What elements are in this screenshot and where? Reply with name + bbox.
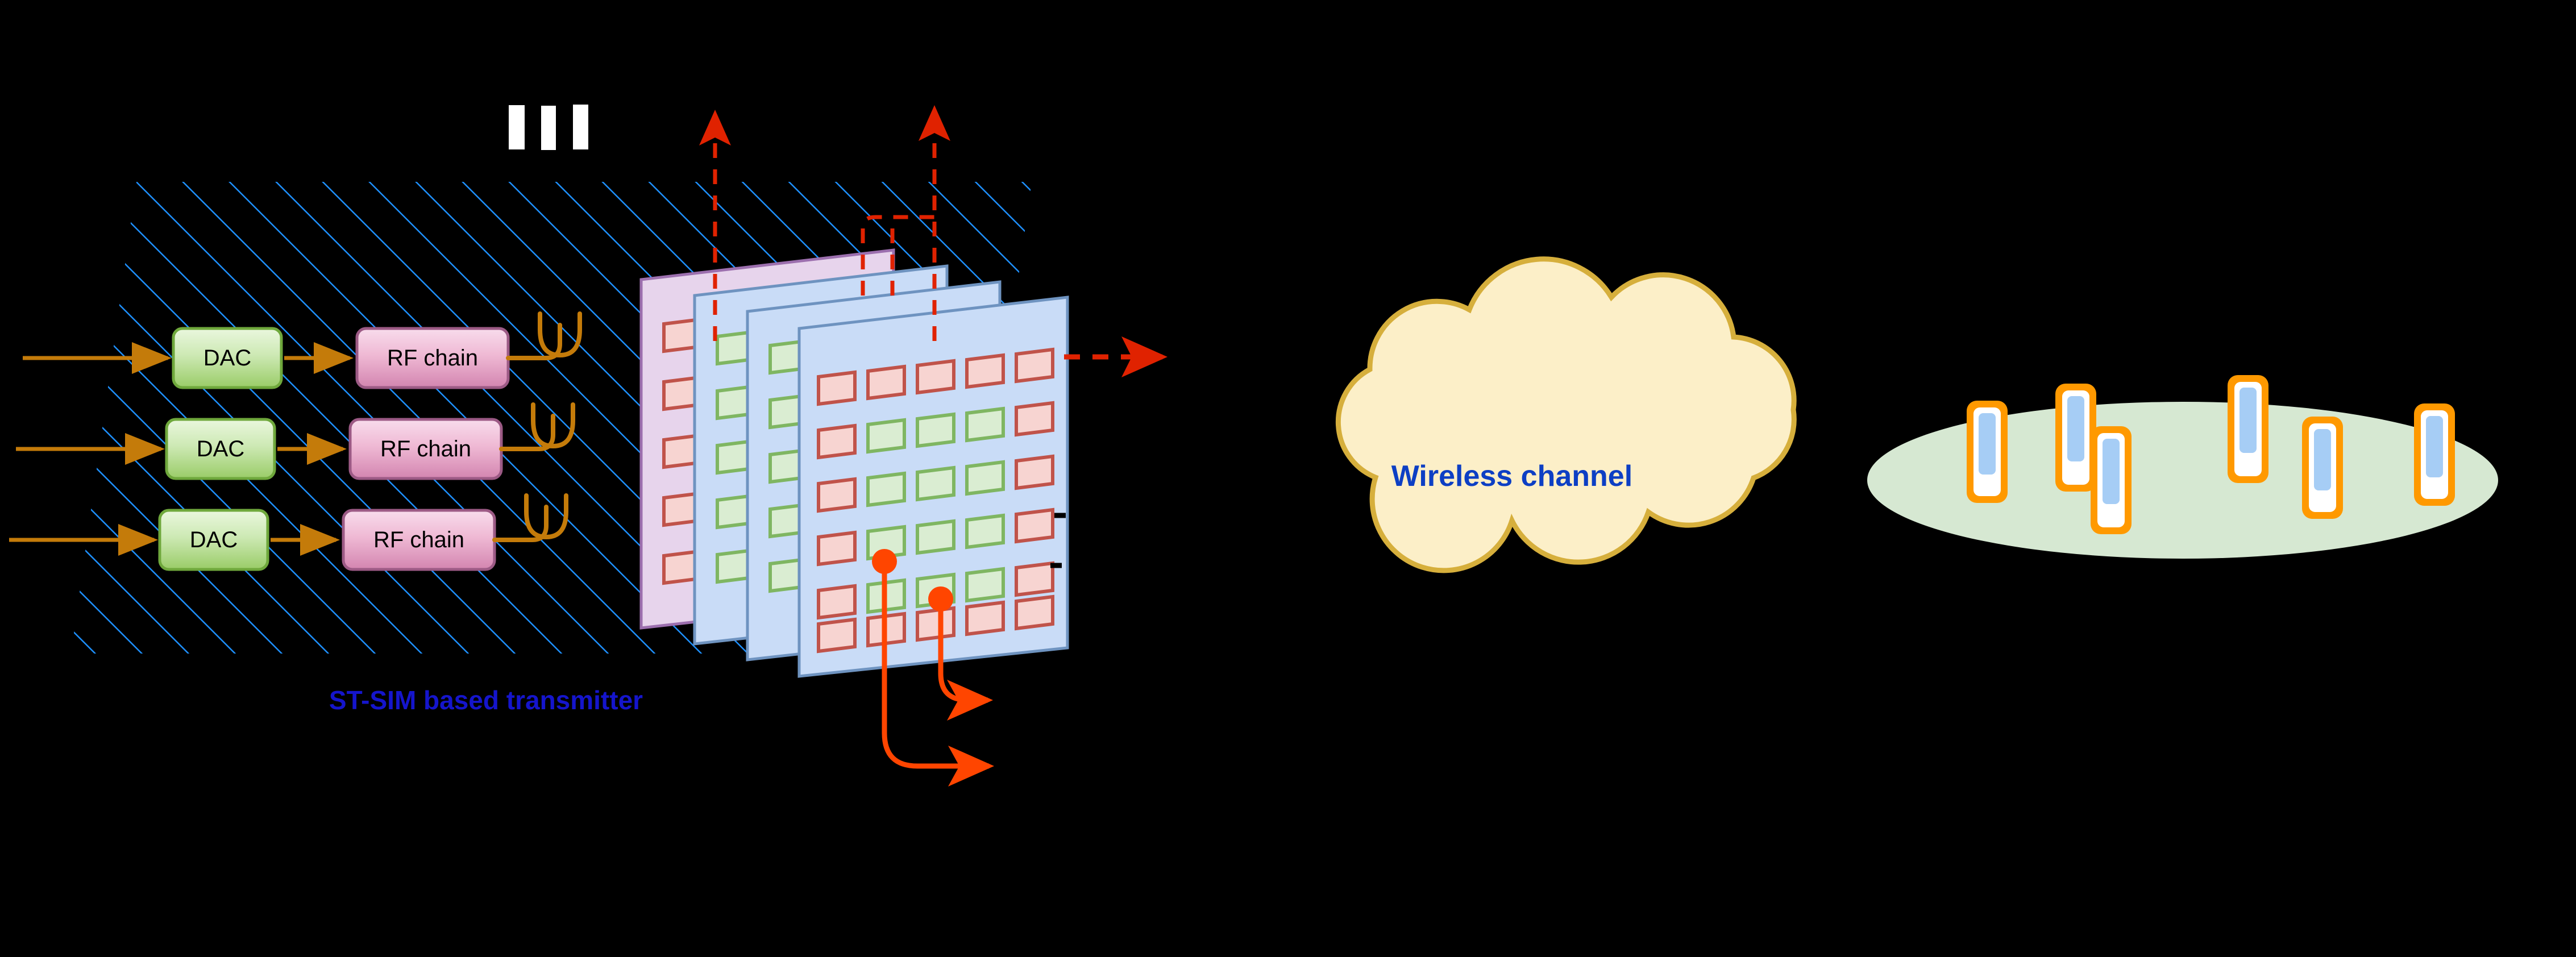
user-device-4[interactable] (2228, 375, 2268, 483)
metasurface-row-4 (817, 507, 1054, 567)
meta-element-on[interactable] (965, 406, 1005, 443)
meta-element-on[interactable] (866, 471, 906, 507)
element-callouts (872, 549, 994, 787)
meta-element-off[interactable] (1015, 347, 1054, 384)
meta-element-off[interactable] (916, 359, 955, 395)
antenna-icon-2 (531, 402, 575, 449)
user-device-2[interactable] (2055, 384, 2096, 492)
meta-element-off[interactable] (1015, 561, 1054, 597)
dac-block-3[interactable] (158, 509, 269, 571)
meta-element-off[interactable] (817, 423, 857, 460)
device-screen (2426, 416, 2443, 477)
meta-element-off[interactable] (817, 617, 857, 654)
wireless-channel-label: Wireless channel (1391, 460, 1632, 493)
meta-element-off[interactable] (1015, 401, 1054, 437)
metasurface-row-1 (817, 347, 1054, 406)
user-device-3[interactable] (2091, 426, 2132, 534)
callout-anchor-on-element[interactable] (872, 549, 897, 574)
rf-chain-row-1: DAC RF chain (23, 311, 582, 389)
metasurface-layer-4[interactable] (797, 296, 1069, 678)
rf-chain-block-3-label: RF chain (373, 527, 464, 552)
meta-element-off[interactable] (965, 353, 1005, 389)
callout-leader-on-element (882, 561, 994, 787)
meta-element-on[interactable] (866, 418, 906, 454)
antenna-icon-1 (538, 311, 582, 358)
meta-element-off[interactable] (817, 530, 857, 567)
continuation-ellipses (1050, 513, 1096, 568)
meta-element-on[interactable] (916, 412, 955, 448)
rf-chain-block-1-label: RF chain (387, 346, 478, 371)
callout-anchor-off-element[interactable] (928, 586, 953, 611)
tofu-box-3 (573, 105, 588, 149)
device-screen (2067, 396, 2084, 461)
tofu-box-1 (509, 105, 525, 149)
wireless-channel-cloud[interactable]: Wireless channel (1335, 256, 1797, 573)
metasurface-row-3 (817, 454, 1054, 513)
transmitter-caption: ST-SIM based transmitter (329, 685, 643, 715)
meta-element-off[interactable] (916, 606, 955, 642)
callout-leader-off-element (938, 599, 993, 721)
device-screen (2314, 429, 2331, 490)
meta-element-on[interactable] (866, 525, 906, 561)
unrendered-glyph-marks (509, 105, 588, 150)
cloud-shape[interactable] (1335, 256, 1797, 573)
user-device-6[interactable] (2414, 403, 2455, 506)
meta-element-off[interactable] (817, 584, 857, 620)
receiver-coverage-area (1867, 402, 2498, 559)
meta-element-off[interactable] (817, 477, 857, 513)
dac-block-2-label: DAC (197, 436, 244, 461)
meta-element-on[interactable] (916, 519, 955, 555)
device-screen (2103, 439, 2120, 504)
user-device-1[interactable] (1967, 401, 2008, 503)
meta-element-off[interactable] (1015, 594, 1054, 631)
device-screen (2240, 388, 2257, 453)
dac-block-3-label: DAC (190, 527, 238, 552)
dac-block-1[interactable] (172, 327, 283, 389)
meta-element-on[interactable] (916, 465, 955, 502)
meta-element-on[interactable] (965, 460, 1005, 496)
meta-element-on[interactable] (965, 513, 1005, 550)
meta-element-off[interactable] (1015, 454, 1054, 490)
metasurface-row-2 (817, 401, 1054, 460)
user-device-5[interactable] (2302, 417, 2343, 519)
beam-connector-path (861, 215, 934, 296)
dac-block-2[interactable] (165, 418, 276, 480)
rf-chain-row-2: DAC RF chain (16, 402, 575, 480)
meta-element-off[interactable] (1015, 507, 1054, 544)
metasurface-row-5 (817, 561, 1054, 620)
meta-element-off[interactable] (965, 600, 1005, 636)
tofu-box-2 (541, 106, 556, 150)
meta-element-on[interactable] (965, 567, 1005, 603)
rf-chain-block-2-label: RF chain (380, 436, 471, 461)
rf-chain-row-3: DAC RF chain (9, 493, 568, 571)
meta-element-off[interactable] (866, 364, 906, 401)
meta-element-off[interactable] (817, 370, 857, 406)
radiation-beam-arrows (699, 105, 1167, 377)
dac-block-1-label: DAC (203, 346, 251, 371)
device-screen (1979, 413, 1996, 475)
antenna-icon-3 (524, 493, 568, 540)
